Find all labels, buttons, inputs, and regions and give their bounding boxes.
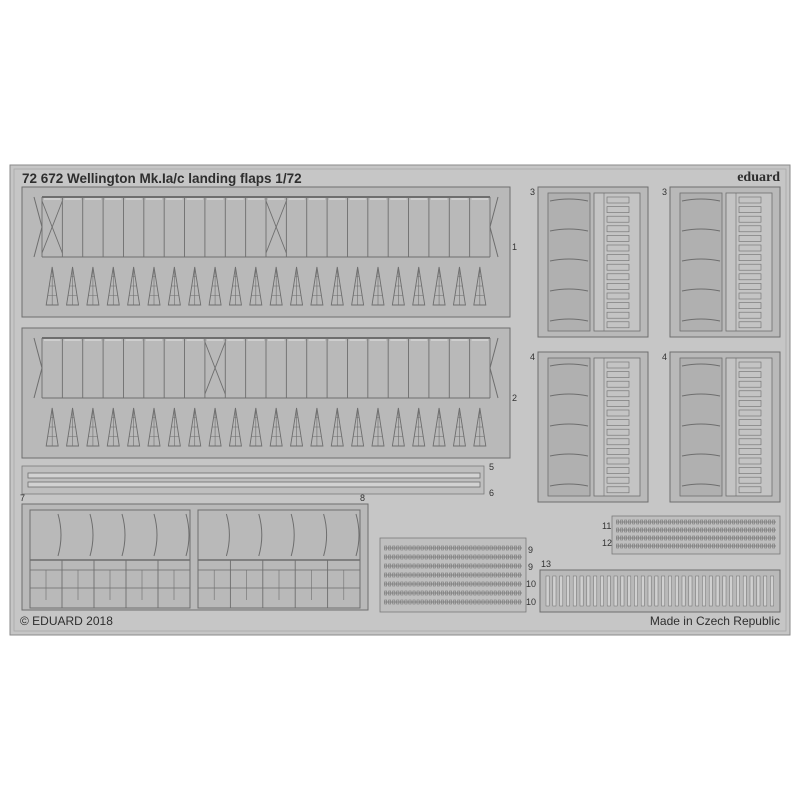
comb-13-detail (545, 575, 774, 607)
flap-1-detail (33, 196, 499, 306)
strip-part-6 (27, 481, 481, 488)
part-number-4b: 4 (662, 352, 668, 362)
part-number-9b: 9 (528, 562, 534, 572)
strip-part-5 (27, 472, 481, 479)
part-number-5: 5 (489, 462, 495, 472)
part-number-11: 11 (602, 521, 612, 531)
part-number-4a: 4 (530, 352, 536, 362)
rows-9-10-detail (384, 545, 522, 605)
part-number-13: 13 (541, 559, 552, 569)
panel-part-7-8-area (21, 503, 369, 611)
part-number-10b: 10 (526, 597, 537, 607)
flap-2-detail (33, 337, 499, 447)
part-number-10a: 10 (526, 579, 537, 589)
part-number-1: 1 (512, 242, 518, 252)
panel-7-detail (29, 509, 191, 609)
copyright-text: © EDUARD 2018 (20, 614, 113, 628)
sheet-title: 72 672 Wellington Mk.Ia/c landing flaps … (22, 171, 302, 186)
part-number-7: 7 (20, 493, 26, 503)
part-number-9a: 9 (528, 545, 534, 555)
part-number-3b: 3 (662, 187, 668, 197)
origin-text: Made in Czech Republic (649, 614, 780, 628)
brand-logo: eduard (737, 170, 780, 185)
rows-11-12-detail (616, 519, 776, 549)
panel-8-detail (197, 509, 361, 609)
part-number-12: 12 (602, 538, 613, 548)
part-number-2: 2 (512, 393, 518, 403)
fret-inner-border (13, 168, 787, 632)
part-number-8: 8 (360, 493, 366, 503)
strip-area (21, 465, 485, 495)
part-number-6: 6 (489, 488, 495, 498)
panel-3-4-detail (547, 192, 773, 497)
part-number-3a: 3 (530, 187, 536, 197)
